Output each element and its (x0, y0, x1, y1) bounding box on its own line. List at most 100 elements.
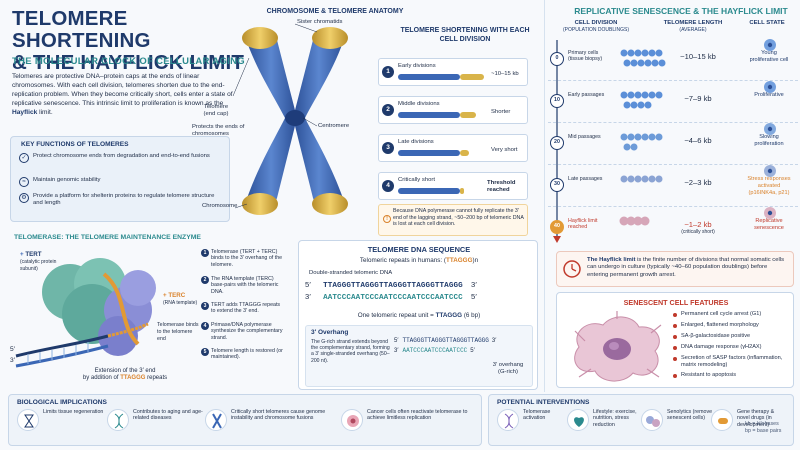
telomere-cap (242, 27, 278, 49)
stage-label-1: Early passages (568, 92, 605, 98)
plus-icon: + (163, 292, 169, 299)
senescent-feature: Secretion of SASP factors (inflammation,… (673, 355, 793, 368)
state-line-2: senescence (754, 225, 784, 231)
length-value: ~7–9 kb (684, 94, 712, 103)
shortening-stage: 1 Early divisions ~10–15 kb (378, 58, 528, 86)
step-text: The RNA template (TERC) base-pairs with … (211, 276, 279, 295)
hourglass-icon (17, 409, 39, 431)
extension-post: repeats (145, 375, 168, 381)
dna-strand-top (15, 334, 109, 358)
bottom-strand: AATCCCAATCCCAATCCCAATCCCAATCCC (323, 294, 463, 302)
shortening-stage: 3 Late divisions Very short (378, 134, 528, 162)
feature-text: Enlarged, flattened morphology (681, 322, 759, 328)
shortening-stage: 4 Critically short Threshold reached (378, 172, 528, 200)
overhang-label-2: (G-rich) (498, 369, 518, 375)
end-3-label: 3′ (10, 357, 15, 364)
population-doubling-badge: 30 (550, 178, 564, 192)
bio-item: Contributes to aging and age-related dis… (107, 409, 207, 431)
cell-dot (623, 101, 631, 109)
cell-dot (658, 59, 666, 67)
length-value: ~4–6 kb (684, 136, 712, 145)
cell-state: Proliferative (740, 92, 798, 99)
row-separator (548, 80, 798, 81)
end-cap-label: (end cap) (203, 111, 229, 117)
stage-number: 2 (382, 104, 394, 116)
stage-number: 4 (382, 180, 394, 192)
key-functions-title: KEY FUNCTIONS OF TELOMERES (21, 141, 129, 148)
intro-bold: Hayflick (12, 109, 38, 116)
step-number: 2 (201, 276, 209, 284)
step-text: TERT adds TTAGGG repeats to extend the 3… (211, 302, 281, 315)
chromosome-bar (398, 74, 484, 80)
stage-label: Mid passages (568, 134, 601, 140)
column-divider (544, 0, 545, 392)
cell-dot (627, 49, 635, 57)
intro-end: limit. (37, 109, 53, 116)
bio-text: Limits tissue regeneration (43, 409, 104, 415)
cell-dot (641, 49, 649, 57)
step-text: Telomere length is restored (or maintain… (211, 348, 283, 361)
cell-culture-illustration (620, 133, 663, 151)
page-title: TELOMERE SHORTENING & THE HAYFLICK LIMIT (12, 8, 262, 74)
centromere-mark (285, 110, 305, 126)
cell-icon (764, 165, 776, 177)
bio-text: Contributes to aging and age-related dis… (133, 409, 203, 422)
strand-end-3: 3′ (491, 338, 497, 344)
bio-item: Limits tissue regeneration (17, 409, 117, 431)
dna-sequence-panel: TELOMERE DNA SEQUENCE Telomeric repeats … (298, 240, 538, 390)
extension-line-1: Extension of the 3′ end (94, 368, 156, 374)
cell-dot (627, 91, 635, 99)
length-value: ~1–2 kb (684, 220, 712, 229)
repeat-unit: One telomeric repeat unit = TTAGGG (6 bp… (299, 312, 539, 319)
tert-desc: (catalytic protein subunit) (20, 259, 57, 272)
feature-text: Resistant to apoptosis (681, 372, 737, 378)
bullet-dot (673, 374, 677, 378)
legend-kb: kb = kilobases (745, 421, 779, 427)
key-function-text: Provide a platform for shelterin protein… (33, 193, 215, 206)
cell-dot (620, 133, 628, 141)
cell-dot (627, 175, 635, 183)
cell-dot (640, 216, 650, 226)
intervention-text: Senolytics (remove senescent cells) (667, 409, 713, 422)
overhang-desc: The G-rich strand extends beyond the com… (311, 339, 390, 364)
state-line-2: (p16INK4a, p21) (748, 190, 790, 196)
state-line-1: Replicative (755, 218, 783, 224)
shortening-stage: 2 Middle divisions Shorter (378, 96, 528, 124)
repeats-seq: TTAGGG (446, 257, 473, 264)
strand-end-5: 5′ (471, 292, 477, 301)
strand-end-3: 3′ (471, 280, 477, 289)
population-doubling-badge: 10 (550, 94, 564, 108)
interventions-panel: POTENTIAL INTERVENTIONS Telomerase activ… (488, 394, 794, 446)
anatomy-title: CHROMOSOME & TELOMERE ANATOMY (266, 8, 404, 15)
cell-dot (641, 91, 649, 99)
stage-length: Shorter (491, 109, 511, 115)
state-line-2: proliferation (754, 141, 784, 147)
row-separator (548, 164, 798, 165)
chromosome-bar (398, 112, 476, 118)
cell-dot (648, 133, 656, 141)
extension-caption: Extension of the 3′ end by addition of T… (50, 368, 200, 382)
extension-seq: TTAGGG (120, 375, 146, 381)
cancer-cell-icon (341, 409, 363, 431)
cell-dot (620, 49, 628, 57)
bullet-dot (673, 346, 677, 350)
population-doubling-badge: 0 (550, 52, 564, 66)
intervention-text: Lifestyle: exercise, nutrition, stress r… (593, 409, 637, 428)
tert-label: + TERT (20, 251, 42, 258)
step-number: 1 (201, 249, 209, 257)
cell-dot (626, 216, 636, 226)
cell-dot (655, 49, 663, 57)
key-function-item: ⚙ Provide a platform for shelterin prote… (19, 193, 219, 207)
overhang-top: TTAGGGTTAGGGTTAGGGTTAGGG (402, 337, 489, 344)
top-strand: TTAGGGTTAGGGTTAGGGTTAGGGTTAGGG (323, 282, 463, 290)
strand-end-3: 3′ (394, 348, 399, 354)
intervention-text: Telomerase activation (523, 409, 551, 422)
key-function-item: ✓ Protect chromosome ends from degradati… (19, 153, 219, 163)
ds-label: Double-stranded telomeric DNA (309, 270, 393, 276)
biological-implications-panel: BIOLOGICAL IMPLICATIONS Limits tissue re… (8, 394, 482, 446)
